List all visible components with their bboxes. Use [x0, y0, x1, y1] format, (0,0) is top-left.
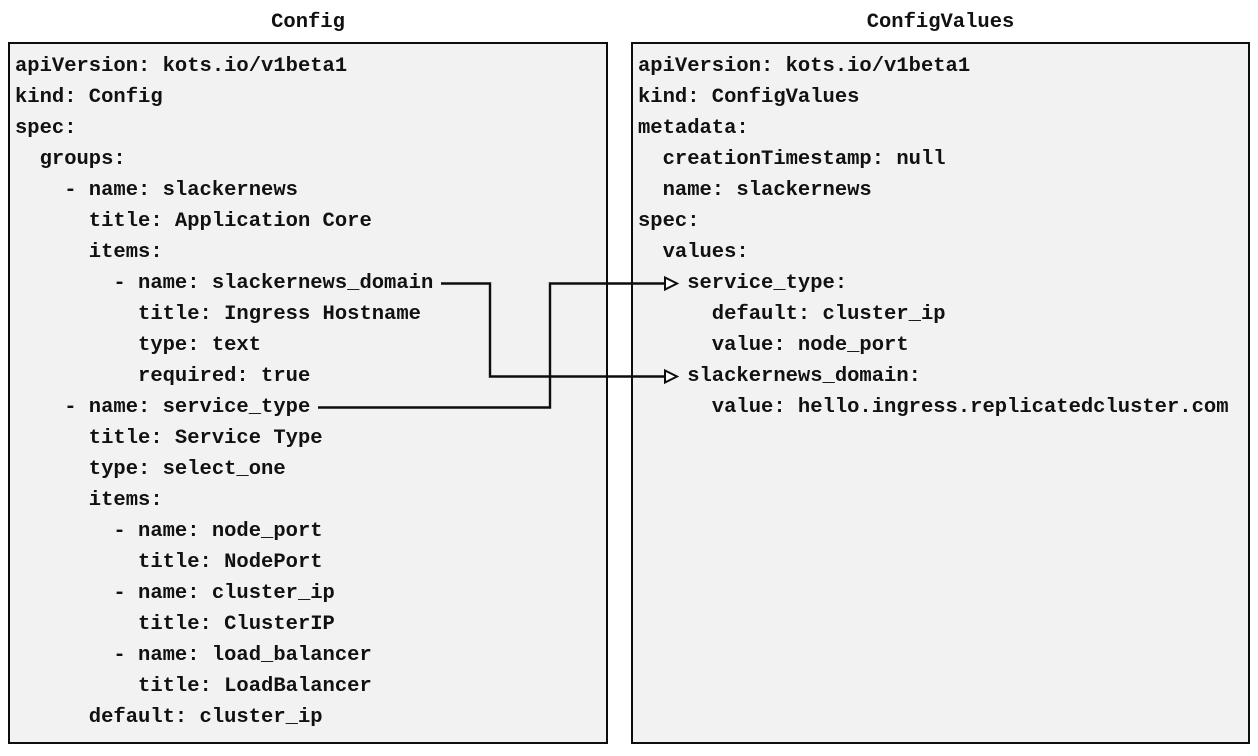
code-line: - name: slackernews	[15, 179, 298, 202]
code-line: title: Service Type	[15, 427, 323, 450]
code-line-service-type: - name: service_type	[15, 396, 311, 419]
code-line: - name: load_balancer	[15, 644, 372, 667]
configvalues-yaml-box: apiVersion: kots.io/v1beta1 kind: Config…	[631, 42, 1250, 744]
code-line: spec:	[15, 117, 77, 140]
code-line: title: LoadBalancer	[15, 675, 372, 698]
code-line: value: hello.ingress.replicatedcluster.c…	[638, 396, 1229, 419]
code-line: spec:	[638, 210, 700, 233]
code-line: title: Application Core	[15, 210, 372, 233]
code-line: items:	[15, 489, 163, 512]
code-line: type: text	[15, 334, 262, 357]
code-line: default: cluster_ip	[15, 706, 323, 729]
code-line: title: NodePort	[15, 551, 323, 574]
code-line: title: Ingress Hostname	[15, 303, 421, 326]
code-line: values:	[638, 241, 749, 264]
code-line: value: node_port	[638, 334, 909, 357]
code-line: default: cluster_ip	[638, 303, 946, 326]
code-line: kind: Config	[15, 86, 163, 109]
code-line: type: select_one	[15, 458, 286, 481]
code-line: name: slackernews	[638, 179, 872, 202]
code-line: apiVersion: kots.io/v1beta1	[15, 55, 348, 78]
code-line: title: ClusterIP	[15, 613, 335, 636]
code-line: creationTimestamp: null	[638, 148, 946, 171]
code-line: apiVersion: kots.io/v1beta1	[638, 55, 971, 78]
config-panel-title: Config	[271, 11, 345, 34]
code-line: kind: ConfigValues	[638, 86, 860, 109]
code-line: - name: cluster_ip	[15, 582, 335, 605]
code-line: items:	[15, 241, 163, 264]
configvalues-panel-title: ConfigValues	[866, 11, 1015, 34]
code-line: metadata:	[638, 117, 749, 140]
code-line-slackernews-domain: - name: slackernews_domain	[15, 272, 434, 295]
code-line: - name: node_port	[15, 520, 323, 543]
code-line: groups:	[15, 148, 126, 171]
code-line: required: true	[15, 365, 311, 388]
config-yaml-box: apiVersion: kots.io/v1beta1 kind: Config…	[8, 42, 608, 744]
code-line-slackernews-domain-value: slackernews_domain:	[638, 365, 921, 388]
code-line-service-type-value: service_type:	[638, 272, 848, 295]
